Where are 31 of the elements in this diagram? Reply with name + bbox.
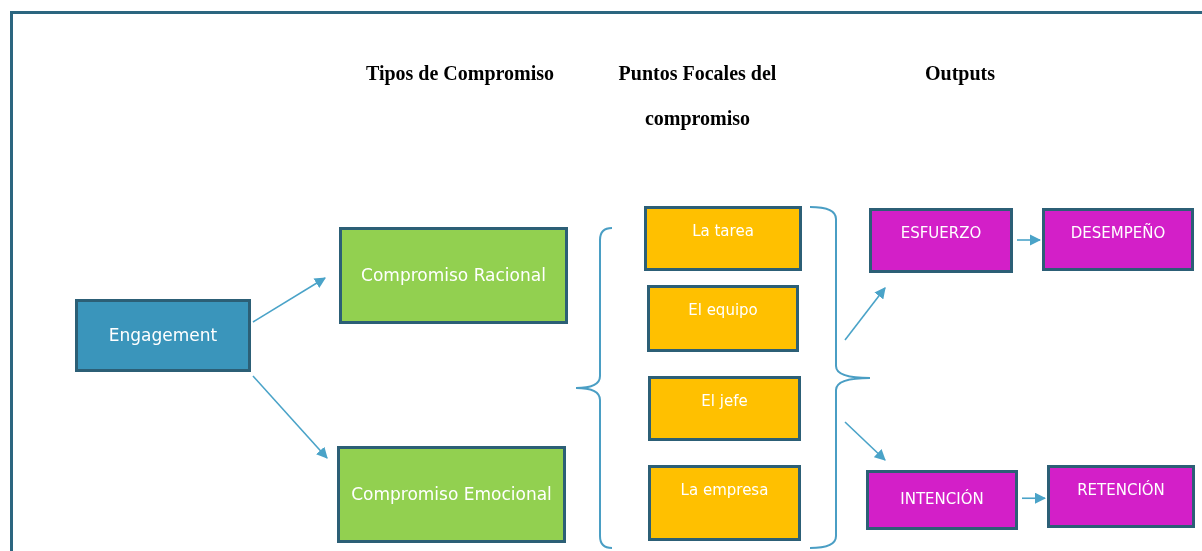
- box-text: DESEMPEÑO: [1070, 222, 1166, 244]
- arrow: [252, 277, 326, 323]
- column-heading: Outputs: [924, 61, 996, 87]
- process-box: [75, 299, 251, 372]
- column-heading: Tipos de Compromiso: [364, 61, 556, 87]
- column-heading: Puntos Focales del compromiso: [617, 61, 778, 132]
- type-box: [339, 227, 568, 324]
- box-text: Engagement: [108, 324, 218, 348]
- box-text: Compromiso Emocional: [351, 483, 552, 507]
- box-text: El jefe: [701, 391, 748, 412]
- arrow: [252, 375, 328, 459]
- box-text: RETENCIÓN: [1077, 479, 1165, 501]
- arrow: [1021, 492, 1047, 504]
- output-box: [1047, 465, 1195, 528]
- type-box: [337, 446, 566, 543]
- arrow: [844, 421, 886, 461]
- focus-box: [648, 465, 801, 541]
- box-text: La empresa: [680, 480, 769, 501]
- focus-box: [648, 376, 801, 441]
- focus-box: [647, 285, 799, 352]
- box-text: Compromiso Racional: [361, 264, 546, 288]
- box-text: ESFUERZO: [900, 223, 982, 244]
- arrow: [844, 287, 886, 341]
- box-text: El equipo: [688, 300, 758, 321]
- box-text: INTENCIÓN: [900, 488, 984, 511]
- output-box: [869, 208, 1013, 273]
- output-box: [866, 470, 1018, 530]
- box-text: La tarea: [692, 221, 754, 242]
- focus-box: [644, 206, 802, 271]
- output-box: [1042, 208, 1194, 271]
- arrow: [1016, 234, 1042, 246]
